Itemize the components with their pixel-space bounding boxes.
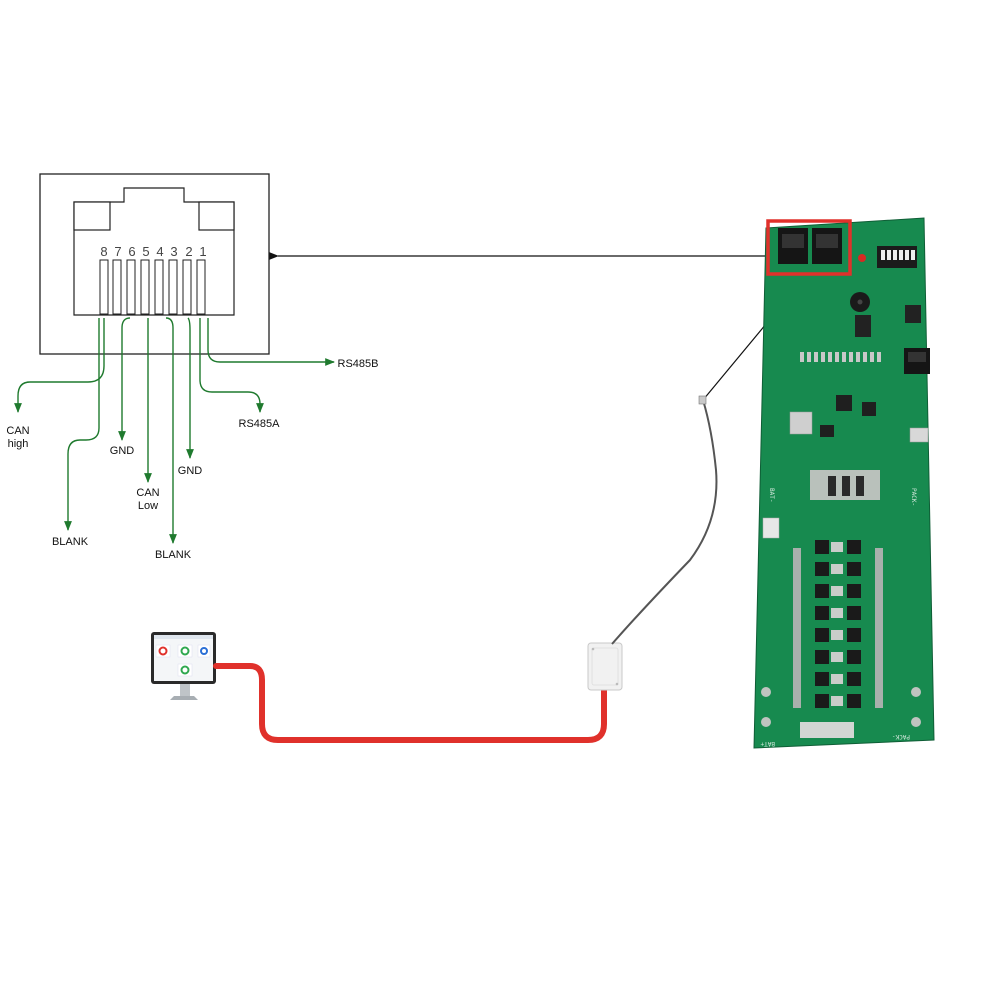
wire-blank-pin4 (165, 317, 177, 544)
pin-number-8: 8 (100, 244, 107, 259)
wire-blank-pin8 (64, 318, 100, 531)
label-can-low-line2: Low (138, 500, 158, 512)
label-gnd-pin6: GND (110, 445, 135, 457)
board-label-bat-minus: BAT- (768, 488, 775, 502)
rj45-jack-icon: 8 7 6 5 4 3 2 1 (39, 173, 270, 355)
board-label-pack-minus: PACK- (910, 488, 917, 506)
wire-gnd-pin3 (186, 317, 194, 459)
pin-number-6: 6 (128, 244, 135, 259)
label-rs485a: RS485A (239, 418, 281, 430)
label-blank-pin4: BLANK (155, 549, 192, 561)
board-label-pack-minus-bottom: PACK- (892, 733, 910, 740)
label-can-low-line1: CAN (136, 487, 159, 499)
pin-number-7: 7 (114, 244, 121, 259)
pin-number-3: 3 (170, 244, 177, 259)
label-can-high-line2: high (8, 438, 29, 450)
wire-rs485a (199, 318, 264, 413)
wire-rs485b (207, 318, 335, 366)
label-can-high-line1: CAN (6, 425, 29, 437)
usb-adapter-icon (587, 642, 623, 691)
pin-number-5: 5 (142, 244, 149, 259)
bms-board-icon: BAT- PACK- BAT+ PACK- (753, 217, 935, 749)
pin-number-2: 2 (185, 244, 192, 259)
pin-number-4: 4 (156, 244, 163, 259)
usb-cable (213, 663, 607, 743)
port-highlight-box (766, 219, 852, 276)
monitor-icon (151, 632, 216, 700)
pin-number-1: 1 (199, 244, 206, 259)
signal-labels: CAN high GND CAN Low GND BLANK BLANK RS4… (6, 358, 378, 561)
pin-number-labels: 8 7 6 5 4 3 2 1 (100, 244, 206, 259)
label-rs485b: RS485B (338, 358, 379, 370)
wire-can-high (14, 318, 105, 413)
wire-gnd-pin6 (118, 317, 131, 441)
label-gnd-pin3: GND (178, 465, 203, 477)
label-blank-pin8: BLANK (52, 536, 89, 548)
pin-wires (14, 317, 335, 544)
communication-cable (611, 399, 718, 645)
board-label-bat-plus: BAT+ (760, 740, 775, 747)
jack-contacts (99, 259, 206, 315)
